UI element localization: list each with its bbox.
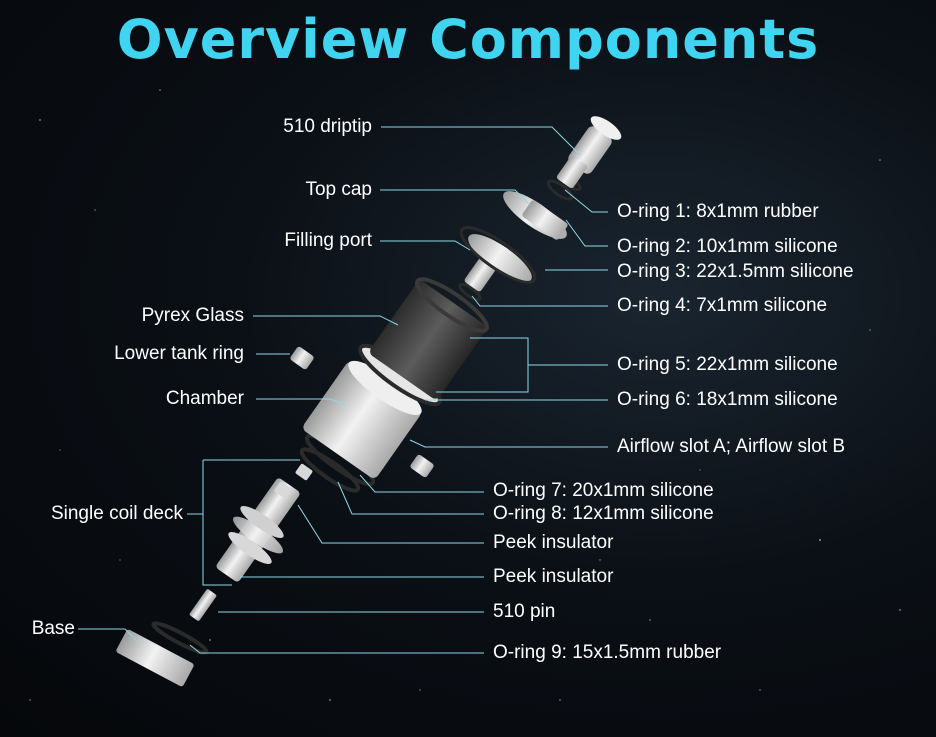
- leader-base: [78, 628, 139, 643]
- pyrex-glass-part: [370, 277, 489, 399]
- starfield-background: [29, 89, 901, 701]
- label-oring-8: O-ring 8: 12x1mm silicone: [493, 503, 714, 524]
- chamber-part: [303, 360, 422, 478]
- leader-o8: [337, 481, 484, 515]
- oring-9-part: [151, 621, 209, 655]
- label-510-pin: 510 pin: [493, 601, 556, 622]
- leader-o5: [470, 337, 608, 366]
- top-cap-part: [503, 191, 568, 240]
- leader-airflow: [409, 439, 608, 448]
- single-coil-deck-part: [216, 478, 300, 582]
- leader-o9: [189, 644, 484, 654]
- label-oring-3: O-ring 3: 22x1.5mm silicone: [617, 261, 854, 282]
- label-oring-2: O-ring 2: 10x1mm silicone: [617, 236, 838, 257]
- leader-driptip: [381, 126, 581, 156]
- driptip-part: [556, 116, 622, 189]
- label-oring-6: O-ring 6: 18x1mm silicone: [617, 389, 838, 410]
- label-oring-7: O-ring 7: 20x1mm silicone: [493, 480, 714, 501]
- leader-topcap: [380, 189, 531, 206]
- filling-port-part: [459, 226, 537, 292]
- leader-pyrex: [253, 315, 399, 326]
- airflow-slot-parts: [290, 346, 434, 478]
- leader-deck: [202, 460, 232, 586]
- leader-o5b: [436, 365, 529, 393]
- label-peek-insulator-2: Peek insulator: [493, 566, 614, 587]
- page-title: Overview Components: [116, 8, 820, 71]
- leader-o1: [564, 189, 608, 213]
- label-oring-4: O-ring 4: 7x1mm silicone: [617, 295, 828, 316]
- leader-chamber: [256, 398, 346, 406]
- pin-510-part: [189, 589, 217, 621]
- label-base: Base: [31, 618, 75, 639]
- leader-peek1: [297, 504, 484, 544]
- label-airflow-slots: Airflow slot A; Airflow slot B: [617, 436, 846, 457]
- label-peek-insulator-1: Peek insulator: [493, 532, 614, 553]
- label-oring-9: O-ring 9: 15x1.5mm rubber: [493, 642, 722, 663]
- leader-o7: [359, 474, 484, 493]
- label-lower-tank-ring: Lower tank ring: [114, 343, 244, 364]
- label-top-cap: Top cap: [305, 179, 372, 200]
- leader-o2: [565, 219, 608, 247]
- label-single-coil-deck: Single coil deck: [50, 503, 183, 524]
- label-filling-port: Filling port: [284, 230, 372, 251]
- base-part: [116, 629, 194, 687]
- label-oring-5: O-ring 5: 22x1mm silicone: [617, 354, 838, 375]
- leader-o4: [471, 295, 608, 307]
- label-pyrex-glass: Pyrex Glass: [141, 305, 244, 326]
- leader-lines: [78, 126, 608, 654]
- oring-4-part: [458, 282, 482, 302]
- peek-insulator-parts: [274, 463, 313, 499]
- label-chamber: Chamber: [165, 388, 244, 409]
- label-driptip: 510 driptip: [283, 116, 372, 137]
- label-oring-1: O-ring 1: 8x1mm rubber: [617, 201, 819, 222]
- leader-filling: [380, 240, 471, 251]
